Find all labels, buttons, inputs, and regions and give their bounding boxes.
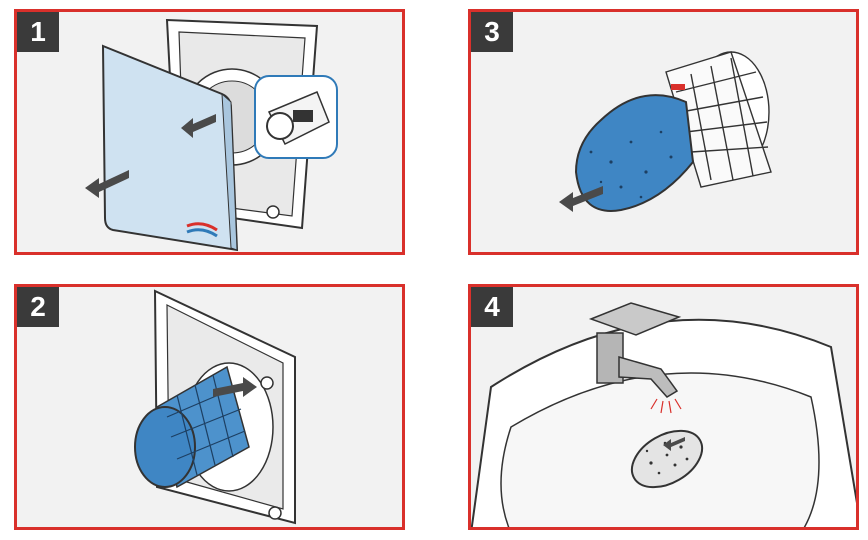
arrow-icon	[663, 437, 685, 451]
step-number-badge: 4	[471, 287, 513, 327]
step-1-illustration	[85, 18, 338, 252]
zoom-callout	[254, 75, 338, 159]
step-3-panel: 3	[468, 9, 859, 255]
filter-cage	[134, 365, 250, 489]
step-2-illustration	[134, 289, 296, 525]
step-number-badge: 2	[17, 287, 59, 327]
water-spray	[650, 398, 682, 414]
foam-filter	[574, 94, 695, 212]
front-cover	[101, 44, 239, 252]
arrow-icon	[85, 114, 216, 198]
step-number-badge: 3	[471, 12, 513, 52]
sink-basin	[471, 318, 856, 527]
step-4-panel: 4	[468, 284, 859, 530]
logo-stripes-icon	[186, 222, 218, 238]
arrow-icon	[213, 377, 257, 397]
step-4-illustration	[471, 302, 856, 527]
step-2-panel: 2	[14, 284, 405, 530]
step-3-illustration	[559, 51, 772, 212]
step-number-badge: 1	[17, 12, 59, 52]
faucet	[588, 302, 682, 398]
arrow-icon	[559, 186, 603, 212]
foam-filter	[630, 429, 704, 489]
step-1-panel: 1	[14, 9, 405, 255]
